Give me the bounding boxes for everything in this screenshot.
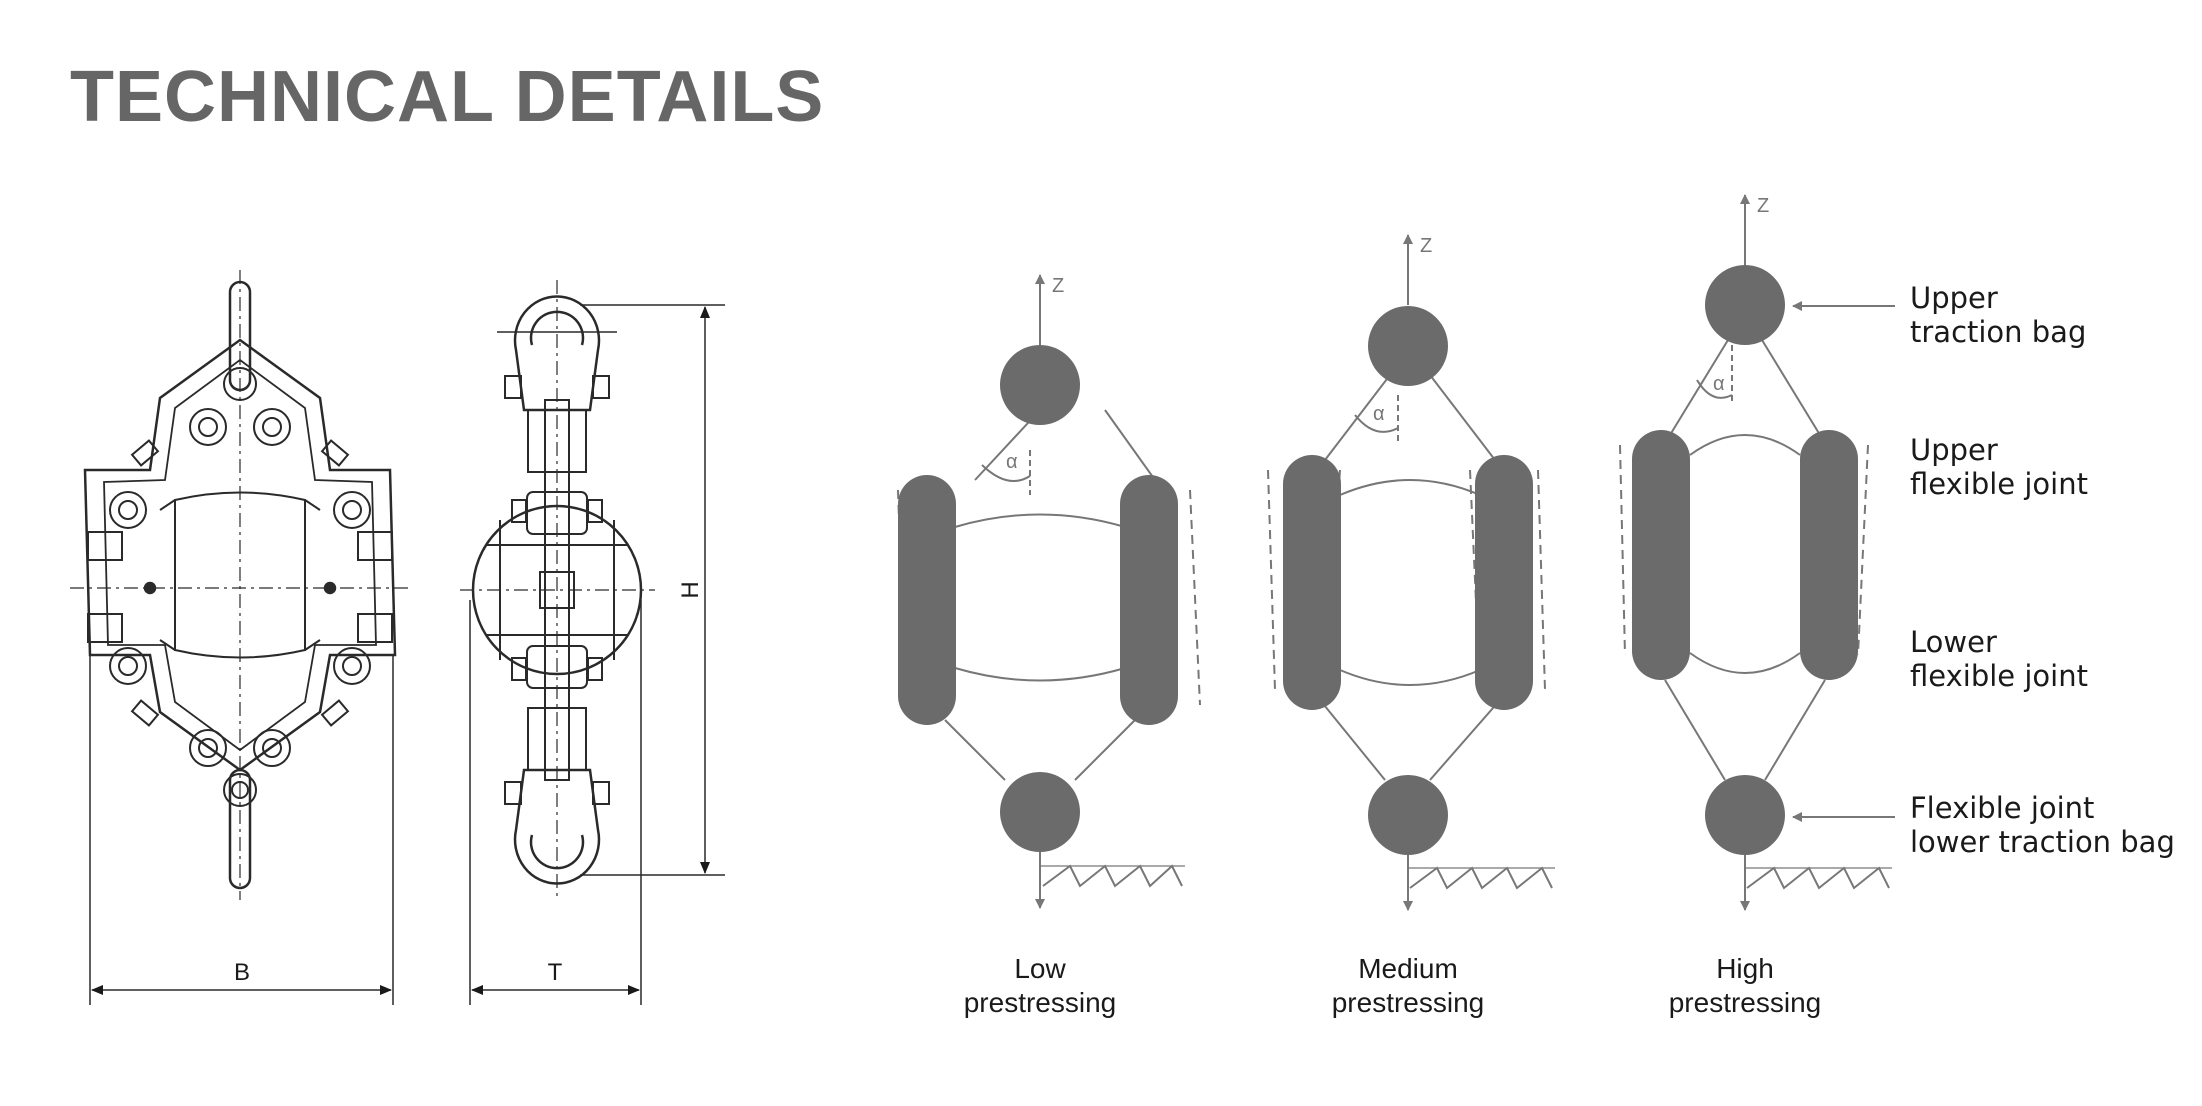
medium-caption-line1: Medium bbox=[1358, 953, 1458, 984]
high-angle-label: α bbox=[1713, 373, 1725, 395]
side-view-drawing bbox=[460, 280, 725, 1005]
annotation-upper-flexible-joint-line1: Upper bbox=[1910, 433, 1998, 467]
dimension-h-label: H bbox=[677, 581, 704, 598]
low-axis-label: Z bbox=[1052, 275, 1064, 297]
low-prestressing-diagram: Z α Low prestressing bbox=[897, 274, 1201, 1018]
annotation-upper-traction-bag-line1: Upper bbox=[1910, 281, 1998, 315]
low-angle-label: α bbox=[1006, 451, 1018, 473]
annotation-lower-flexible-joint-line2: flexible joint bbox=[1910, 659, 2088, 693]
high-prestressing-diagram: Z α High prestressing bbox=[1619, 194, 1892, 1018]
annotation-upper-flexible-joint-line2: flexible joint bbox=[1910, 467, 2088, 501]
annotation-flexible-joint-lower-traction-bag-line1: Flexible joint bbox=[1910, 791, 2094, 825]
high-axis-label: Z bbox=[1757, 195, 1769, 217]
low-caption-line2: prestressing bbox=[964, 987, 1117, 1018]
high-caption-line2: prestressing bbox=[1669, 987, 1822, 1018]
annotation-pointers bbox=[1792, 301, 1895, 822]
front-view-drawing bbox=[70, 270, 410, 1005]
medium-caption-line2: prestressing bbox=[1332, 987, 1485, 1018]
dimension-t-label: T bbox=[548, 959, 563, 986]
annotation-flexible-joint-lower-traction-bag-line2: lower traction bag bbox=[1910, 825, 2175, 859]
medium-angle-label: α bbox=[1373, 403, 1385, 425]
page-title: TECHNICAL DETAILS bbox=[70, 57, 825, 137]
high-caption-line1: High bbox=[1716, 953, 1774, 984]
low-caption-line1: Low bbox=[1014, 953, 1066, 984]
medium-axis-label: Z bbox=[1420, 235, 1432, 257]
annotation-upper-traction-bag-line2: traction bag bbox=[1910, 315, 2086, 349]
annotation-lower-flexible-joint-line1: Lower bbox=[1910, 625, 1997, 659]
medium-prestressing-diagram: Z α Medium prestressing bbox=[1267, 234, 1555, 1018]
dimension-b-label: B bbox=[234, 959, 250, 986]
